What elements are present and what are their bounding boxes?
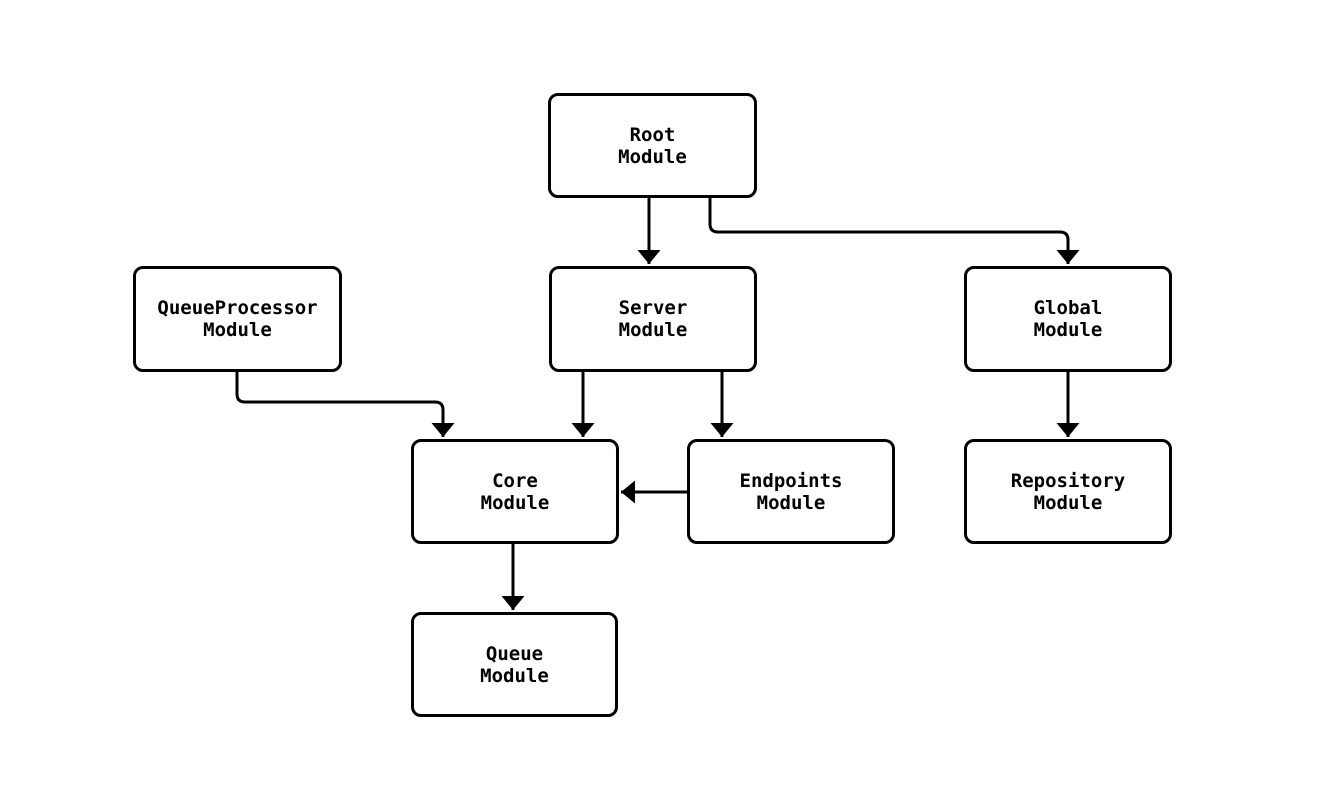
node-core-module-label: Core Module (480, 469, 550, 514)
node-global-module-label: Global Module (1033, 297, 1103, 341)
node-queueprocessor-module: QueueProcessor Module (133, 266, 342, 372)
node-repository-module-label: Repository Module (1010, 469, 1126, 514)
node-repository-module: Repository Module (964, 439, 1172, 544)
node-server-module: Server Module (549, 266, 757, 372)
node-root-module-label: Root Module (618, 123, 687, 168)
node-root-module: Root Module (548, 93, 757, 198)
node-core-module: Core Module (411, 439, 619, 544)
node-queueprocessor-module-label: QueueProcessor Module (157, 297, 318, 341)
edge-queueprocessor-to-core (235, 372, 455, 437)
node-queue-module: Queue Module (411, 612, 618, 717)
node-queue-module-label: Queue Module (480, 642, 549, 687)
edge-root-to-global (708, 198, 1080, 264)
node-server-module-label: Server Module (618, 297, 688, 341)
node-endpoints-module-label: Endpoints Module (739, 469, 843, 514)
node-global-module: Global Module (964, 266, 1172, 372)
node-endpoints-module: Endpoints Module (687, 439, 895, 544)
